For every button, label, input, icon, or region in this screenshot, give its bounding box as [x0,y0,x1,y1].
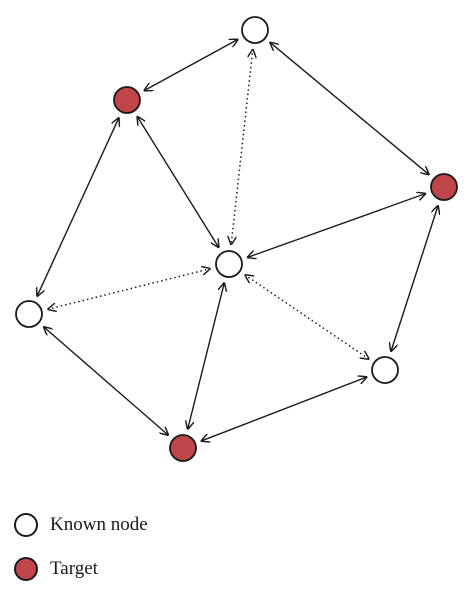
edge-known-left-to-target-bottom [43,327,168,436]
node-known-lower-right [371,356,399,384]
legend-known-row: Known node [14,508,148,542]
known-node-swatch [14,513,38,537]
edge-known-center-to-target-bottom [188,282,225,429]
node-known-center [215,250,243,278]
edge-target-bottom-to-known-lower-right [201,377,368,441]
known-node-label: Known node [50,514,148,535]
edge-target-upper-left-to-known-center [137,116,219,248]
node-known-left [15,300,43,328]
target-swatch [14,557,38,581]
edge-known-top-to-known-center [231,49,253,245]
edges [37,39,438,441]
legend-target-row: Target [14,552,148,586]
network-diagram [15,16,458,462]
node-target-bottom [169,434,197,462]
legend: Known node Target [14,508,148,596]
edge-target-upper-left-to-known-left [37,117,119,296]
nodes [15,16,458,462]
edge-known-center-to-known-lower-right [245,275,370,360]
edge-known-top-to-target-right [270,42,430,175]
edge-known-center-to-known-left [47,269,210,310]
target-label: Target [50,558,98,579]
edge-known-center-to-target-right [247,193,426,257]
edge-target-right-to-known-lower-right [391,205,438,352]
node-known-top [241,16,269,44]
edge-target-upper-left-to-known-top [144,39,239,91]
node-target-upper-left [113,86,141,114]
node-target-right [430,173,458,201]
